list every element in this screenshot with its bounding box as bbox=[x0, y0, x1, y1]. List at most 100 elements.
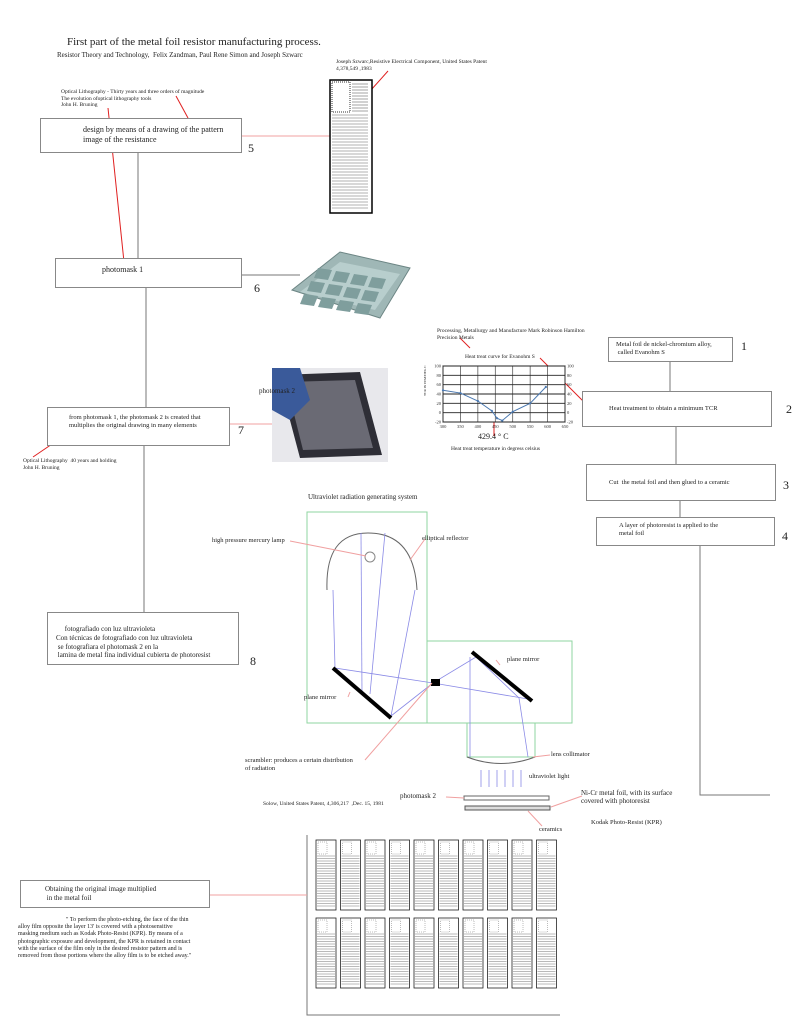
patent-quote: " To perform the photo-etching, the face… bbox=[18, 917, 192, 959]
chart-ylabel: TCR IN PPM/DEG C bbox=[423, 365, 427, 396]
resistor-pattern bbox=[462, 917, 484, 989]
chart-data-point bbox=[459, 391, 462, 395]
step-6-text: photomask 1 bbox=[102, 265, 144, 274]
step-2-number: 2 bbox=[786, 402, 792, 416]
resistor-pattern bbox=[413, 839, 435, 911]
chart-ytick-label: 40 bbox=[437, 392, 442, 397]
chart-ytick-label: 0 bbox=[439, 410, 442, 415]
photomask-cell bbox=[343, 287, 361, 299]
step-8-box: fotografiado con luz ultravioleta Con té… bbox=[47, 612, 239, 665]
resistor-pad bbox=[366, 919, 377, 933]
step-5-text: design by means of a drawing of the patt… bbox=[83, 125, 224, 144]
chart-data-point bbox=[544, 385, 547, 389]
multiplied-resistor-patterns bbox=[315, 839, 557, 989]
photomask-cell bbox=[325, 284, 343, 296]
resistor-pad bbox=[513, 841, 524, 855]
resistor-pad bbox=[391, 919, 401, 933]
chart-xlabel: Heat treat temperature in degress celsiu… bbox=[451, 446, 541, 452]
resistor-pad bbox=[342, 841, 352, 855]
step-3-text: Cut the metal foil and then glued to a c… bbox=[609, 479, 730, 486]
resistor-pattern bbox=[413, 917, 435, 989]
step-3-number: 3 bbox=[783, 478, 789, 492]
foil-label: Ni-Cr metal foil, with its surface cover… bbox=[581, 789, 673, 806]
resistor-pad bbox=[391, 841, 401, 855]
step-7-box: from photomask 1, the photomask 2 is cre… bbox=[47, 407, 230, 446]
chart-xtick-label: 600 bbox=[544, 424, 552, 429]
scrambler-label: scrambler: produces a certain distributi… bbox=[245, 757, 353, 772]
hamilton-ref: Processing, Metallurgy and Manufacture M… bbox=[437, 328, 585, 341]
resistor-pattern bbox=[438, 917, 459, 989]
step-5-number: 5 bbox=[248, 141, 254, 155]
resistor-pattern bbox=[438, 839, 459, 911]
chart-annotation: 429.4 ° C bbox=[478, 432, 509, 441]
chart-ytick-label-right: -20 bbox=[567, 420, 574, 425]
resistor-pad bbox=[489, 919, 499, 933]
chart-xtick-label: 650 bbox=[562, 424, 570, 429]
chart-ytick-label-right: 80 bbox=[567, 373, 572, 378]
resistor-pad bbox=[366, 841, 377, 855]
chart-ytick-label: 80 bbox=[437, 373, 442, 378]
resistor-pad bbox=[415, 841, 426, 855]
step-7-text: from photomask 1, the photomask 2 is cre… bbox=[69, 414, 201, 430]
photomask-cell bbox=[300, 294, 318, 306]
step-2-box: Heat treatment to obtain a minimum TCR bbox=[582, 391, 772, 427]
uv-light-label: ultraviolet light bbox=[529, 773, 570, 780]
photomask-cell bbox=[318, 297, 336, 309]
plane-mirror-left-label: plane mirror bbox=[304, 694, 337, 701]
uv-photomask-label: photomask 2 bbox=[400, 792, 436, 800]
chart-ytick-label: 60 bbox=[437, 382, 442, 387]
bruning-ref-2: Optical Lithography 40 years and holding… bbox=[23, 458, 117, 471]
resistor-pad bbox=[440, 841, 450, 855]
lens-collimator-label: lens collimator bbox=[551, 751, 590, 758]
chart-ytick-label-right: 40 bbox=[567, 392, 572, 397]
step-4-text: A layer of photoresist is applied to the… bbox=[619, 522, 719, 538]
resistor-pad bbox=[464, 919, 475, 933]
resistor-pattern bbox=[364, 839, 386, 911]
reflector-label: elliptical reflector bbox=[422, 535, 469, 542]
chart-data-point bbox=[501, 419, 504, 422]
solow-patent-ref: Solow, United States Patent, 4,306,217 ,… bbox=[263, 801, 384, 807]
kpr-label: Kodak Photo-Resist (KPR) bbox=[591, 819, 662, 826]
resistor-pad bbox=[464, 841, 475, 855]
resistor-pattern bbox=[511, 839, 533, 911]
photomask-2-photo bbox=[272, 368, 388, 462]
result-box: Obtaining the original image multiplied … bbox=[20, 880, 210, 908]
step-1-number: 1 bbox=[741, 339, 747, 353]
step-1-box: Metal foil de nickel-chromium alloy, cal… bbox=[608, 337, 733, 362]
chart-data-point bbox=[476, 399, 479, 403]
resistor-pad bbox=[415, 919, 426, 933]
plane-mirror-right-label: plane mirror bbox=[507, 656, 540, 663]
bruning-ref-1: Optical Lithography - Thirty years and t… bbox=[61, 89, 205, 109]
step-6-number: 6 bbox=[254, 281, 260, 295]
chart-data-point bbox=[495, 417, 499, 420]
photomask-cell bbox=[361, 290, 379, 302]
photomask-cell bbox=[336, 300, 354, 312]
step-4-box: A layer of photoresist is applied to the… bbox=[596, 517, 775, 546]
photomask-cell bbox=[307, 281, 325, 293]
photomask-cell bbox=[350, 274, 368, 286]
resistor-pad bbox=[538, 919, 548, 933]
photomask-1-photo bbox=[290, 251, 411, 319]
chart-data-point bbox=[490, 409, 493, 412]
resistor-pattern bbox=[364, 917, 386, 989]
step-2-text: Heat treatment to obtain a minimum TCR bbox=[609, 405, 718, 412]
chart-ytick-label: -20 bbox=[435, 420, 442, 425]
step-5-box: design by means of a drawing of the patt… bbox=[40, 118, 242, 153]
resistor-pattern-image bbox=[329, 79, 373, 214]
resistor-pattern bbox=[389, 917, 410, 989]
resistor-pattern bbox=[340, 839, 361, 911]
resistor-pad bbox=[489, 841, 499, 855]
uv-system-title: Ultraviolet radiation generating system bbox=[308, 493, 418, 501]
page-title: First part of the metal foil resistor ma… bbox=[67, 36, 321, 48]
chart-ytick-label: 20 bbox=[437, 401, 442, 406]
chart-xtick-label: 400 bbox=[474, 424, 482, 429]
resistor-pattern bbox=[511, 917, 533, 989]
chart-ytick-label-right: 0 bbox=[567, 410, 570, 415]
resistor-pattern bbox=[536, 917, 557, 989]
chart-ytick-label-right: 100 bbox=[567, 364, 575, 369]
szwarc-patent-ref: Joseph Szwarc,Resistive Electrical Compo… bbox=[336, 59, 487, 72]
resistor-pad bbox=[440, 919, 450, 933]
step-8-number: 8 bbox=[250, 654, 256, 668]
